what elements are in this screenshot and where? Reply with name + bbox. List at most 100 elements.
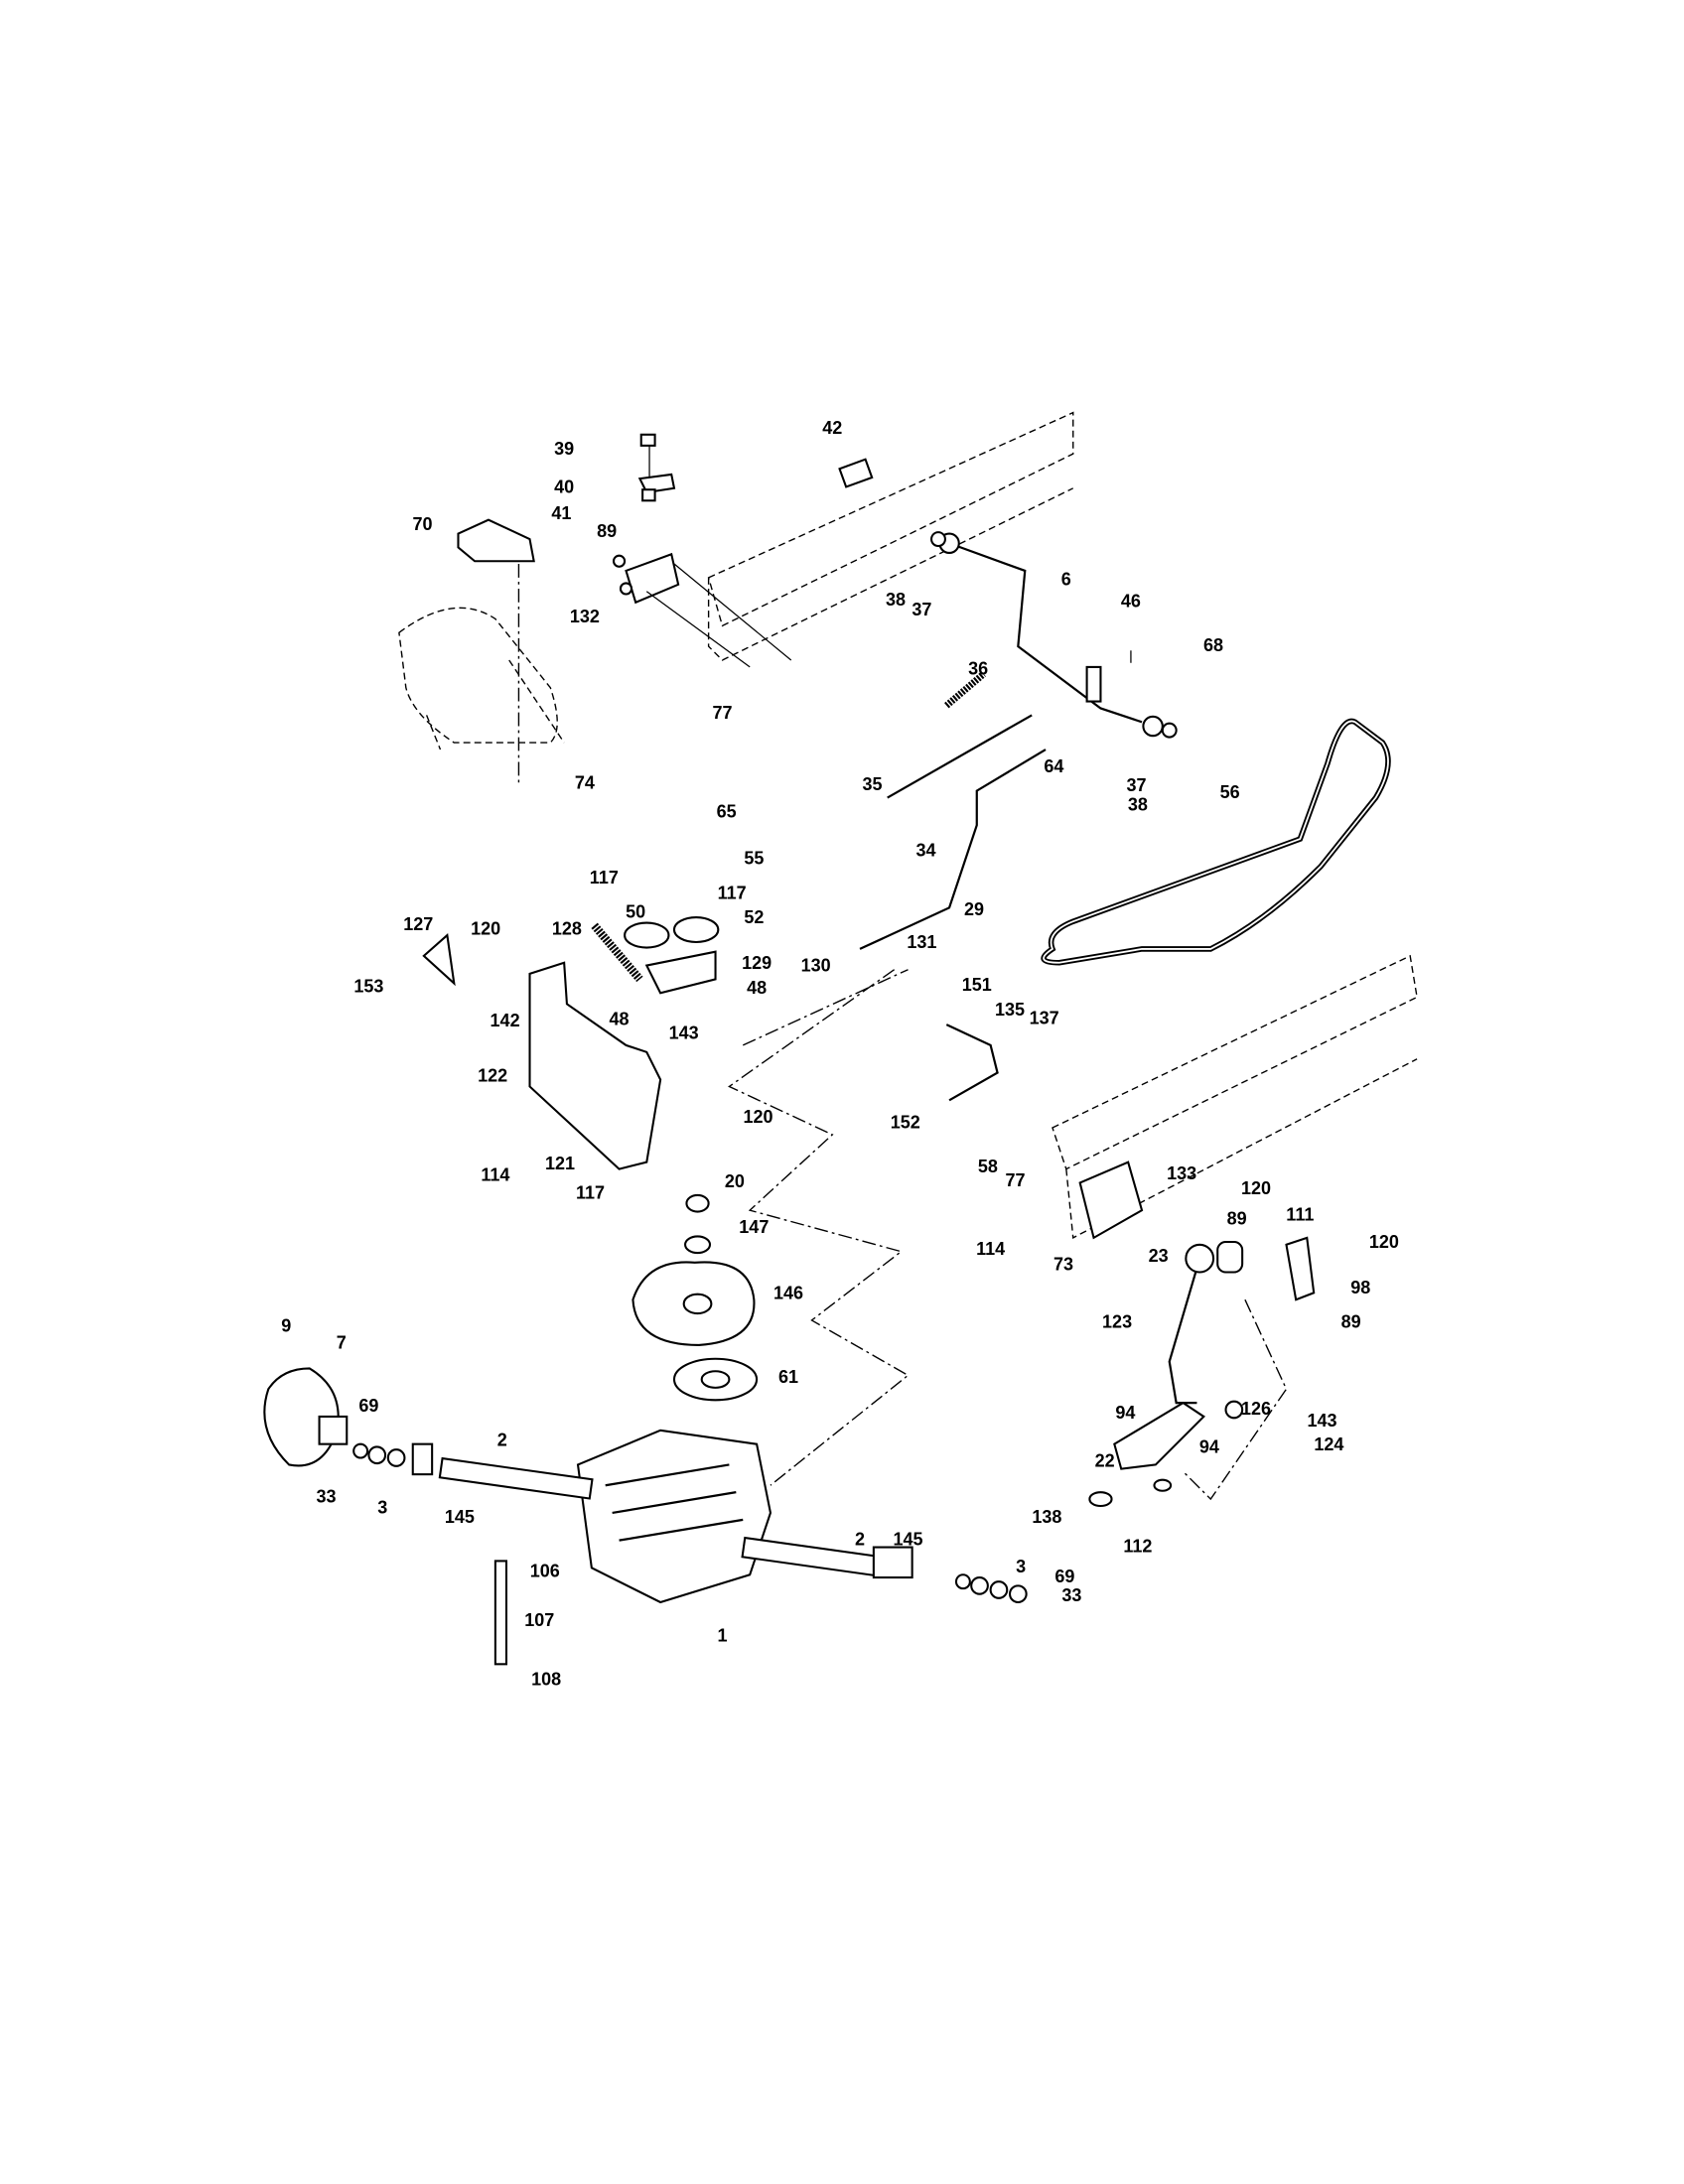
callout-label: 58 xyxy=(978,1157,998,1176)
callout-label: 33 xyxy=(316,1486,336,1506)
callout-label: 137 xyxy=(1030,1008,1059,1027)
callout-label: 46 xyxy=(1121,592,1141,612)
callout-label: 2 xyxy=(497,1431,507,1450)
callout-label: 3 xyxy=(1016,1557,1026,1576)
callout-label: 9 xyxy=(281,1316,291,1336)
callout-label: 52 xyxy=(744,907,764,927)
callout-label: 34 xyxy=(915,840,935,860)
bolt-assembly xyxy=(637,433,676,502)
frame-rail-upper xyxy=(707,411,1074,661)
bushing xyxy=(838,458,874,488)
callout-label: 128 xyxy=(552,918,582,938)
callout-label: 2 xyxy=(855,1529,865,1549)
drive-belt xyxy=(1041,718,1391,966)
callout-label: 123 xyxy=(1102,1311,1132,1331)
callout-label: 146 xyxy=(773,1283,803,1302)
callout-label: 126 xyxy=(1241,1399,1271,1419)
callout-label: 94 xyxy=(1199,1437,1219,1457)
callout-label: 77 xyxy=(712,703,732,723)
callout-label: 145 xyxy=(893,1529,922,1549)
callout-label: 152 xyxy=(891,1113,920,1133)
callout-label: 33 xyxy=(1061,1585,1081,1605)
callout-label: 35 xyxy=(862,774,882,794)
callout-label: 56 xyxy=(1220,782,1240,802)
spring xyxy=(944,671,986,709)
callout-label: 121 xyxy=(545,1154,575,1173)
callout-label: 20 xyxy=(725,1171,745,1191)
idler-pulley xyxy=(672,916,720,944)
callout-label: 143 xyxy=(1307,1411,1336,1431)
callout-label: 127 xyxy=(403,914,433,934)
callout-label: 69 xyxy=(358,1396,378,1416)
callout-label: 48 xyxy=(610,1010,630,1029)
callout-label: 42 xyxy=(822,418,842,438)
callout-label: 61 xyxy=(778,1367,798,1387)
idler-bracket xyxy=(644,950,717,995)
callout-label: 55 xyxy=(744,849,764,869)
callout-label: 48 xyxy=(747,978,767,998)
callout-label: 142 xyxy=(491,1011,520,1030)
callout-label: 39 xyxy=(554,439,574,459)
callout-label: 147 xyxy=(739,1217,769,1237)
callout-label: 89 xyxy=(1227,1209,1247,1229)
callout-label: 37 xyxy=(912,600,931,619)
callout-label: 138 xyxy=(1032,1507,1061,1527)
callout-label: 114 xyxy=(481,1164,509,1184)
callout-label: 89 xyxy=(1341,1311,1361,1331)
callout-label: 29 xyxy=(964,899,984,919)
callout-label: 38 xyxy=(1128,795,1148,815)
seat-bracket xyxy=(457,518,535,563)
callout-label: 107 xyxy=(524,1610,554,1630)
callout-label: 64 xyxy=(1044,756,1063,776)
callout-label: 117 xyxy=(718,883,747,902)
callout-label: 124 xyxy=(1314,1434,1343,1454)
callout-label: 111 xyxy=(1286,1204,1314,1224)
callout-label: 106 xyxy=(530,1561,560,1580)
callout-label: 77 xyxy=(1006,1170,1026,1190)
callout-label: 117 xyxy=(590,868,619,887)
callout-label: 37 xyxy=(1126,775,1146,795)
callout-label: 23 xyxy=(1149,1246,1169,1266)
frame-rail-lower xyxy=(1052,954,1418,1239)
callout-label: 7 xyxy=(337,1332,347,1352)
callout-label: 112 xyxy=(1123,1536,1152,1556)
belt-route-line xyxy=(728,969,910,1486)
callout-label: 129 xyxy=(742,953,772,973)
callout-label: 120 xyxy=(743,1107,772,1127)
callout-label: 120 xyxy=(1241,1178,1271,1198)
callout-label: 94 xyxy=(1115,1403,1135,1423)
clutch-bracket xyxy=(528,961,662,1170)
callout-label: 133 xyxy=(1167,1163,1196,1183)
callout-label: 117 xyxy=(576,1182,605,1202)
callout-label: 153 xyxy=(353,976,383,996)
callout-label: 40 xyxy=(554,478,574,497)
fender-outline xyxy=(398,607,565,751)
callout-label: 41 xyxy=(551,503,571,523)
callout-label: 120 xyxy=(1369,1232,1399,1252)
callout-label: 50 xyxy=(626,902,645,922)
callout-label: 74 xyxy=(575,772,595,792)
callout-label: 3 xyxy=(377,1498,387,1518)
callout-label: 69 xyxy=(1054,1567,1074,1586)
callout-label: 38 xyxy=(886,590,906,610)
transaxle xyxy=(438,1429,883,1604)
callout-label: 145 xyxy=(445,1507,475,1527)
callout-label: 73 xyxy=(1053,1254,1073,1274)
callout-label: 6 xyxy=(1061,569,1071,589)
callout-label: 130 xyxy=(801,956,831,976)
callout-label: 114 xyxy=(976,1239,1005,1259)
callout-label: 131 xyxy=(907,932,936,952)
shift-rod xyxy=(948,542,1143,724)
callout-label: 132 xyxy=(570,607,600,626)
callout-label: 68 xyxy=(1203,635,1223,655)
bracket xyxy=(625,552,680,605)
idler-pulley xyxy=(624,921,670,949)
callout-label: 22 xyxy=(1095,1450,1115,1470)
callout-label: 65 xyxy=(717,802,737,822)
callout-label: 120 xyxy=(471,918,500,938)
callout-label: 89 xyxy=(597,521,617,541)
callout-label: 1 xyxy=(717,1625,727,1645)
callout-label: 36 xyxy=(968,658,988,678)
callout-label: 70 xyxy=(412,514,432,534)
